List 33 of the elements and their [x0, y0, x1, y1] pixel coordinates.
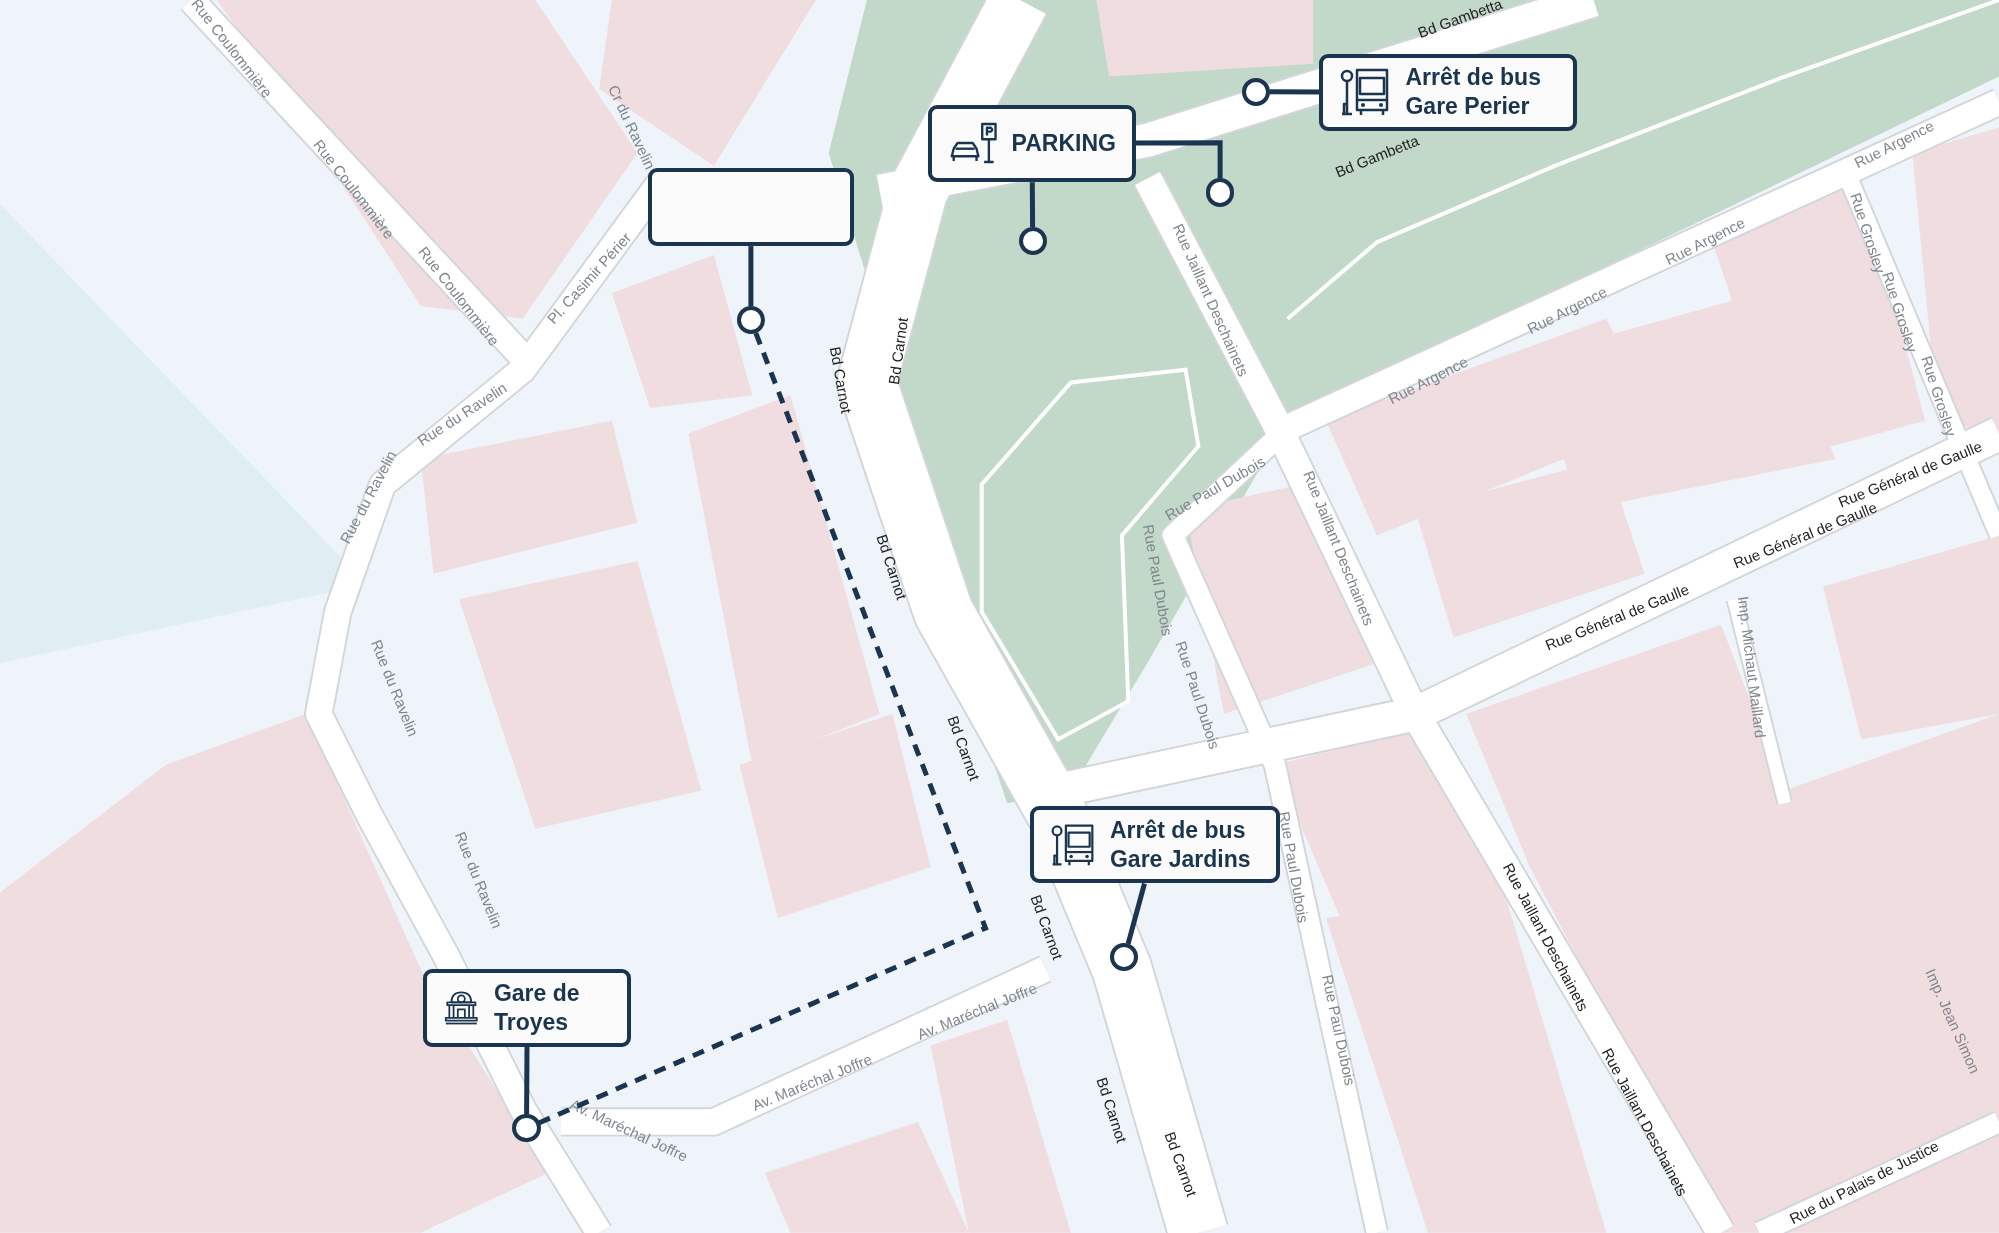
place-name: Arrêt de bus Gare Jardins: [1109, 815, 1252, 874]
leader-line: [1125, 882, 1147, 945]
callout-box: [928, 104, 1136, 183]
callout-box: [1030, 805, 1280, 884]
callout-box: [1319, 53, 1577, 132]
callout-box: [423, 968, 632, 1047]
street-name-label: Rue Paul Dubois: [1139, 523, 1176, 637]
street-name-label: Rue Paul Dubois: [1275, 810, 1313, 924]
street-name-label: Bd Carnot: [1093, 1075, 1131, 1146]
place-name: PARKING: [1011, 128, 1116, 158]
street-name-label: Bd Carnot: [1027, 892, 1067, 962]
street-name-label: Bd Carnot: [873, 532, 911, 603]
street-name-label: Bd Carnot: [827, 345, 856, 415]
place-name: Arrêt de bus Gare Perier: [1405, 63, 1542, 122]
street-name-label: Rue Paul Dubois: [1318, 973, 1359, 1087]
leader-line: [1135, 140, 1223, 179]
street-name-label: Rue Paul Dubois: [1172, 638, 1224, 751]
street-name-label: Imp. Michaut Maillard: [1734, 594, 1769, 739]
route-line: [538, 332, 989, 1125]
street-name-label: Rue du Ravelin: [368, 637, 423, 740]
leader-line: [524, 1046, 530, 1115]
location-marker: [736, 305, 765, 334]
leader-line: [748, 246, 754, 306]
street-name-label: Rue Grosley: [1918, 354, 1961, 439]
street-name-label: Bd Carnot: [944, 713, 984, 783]
street-name-label: Bd Carnot: [1161, 1129, 1201, 1199]
street-name-label: Rue du Ravelin: [452, 828, 507, 931]
street-name-label: Bd Carnot: [884, 315, 911, 386]
street-name-label: Imp. Jean Simon: [1922, 966, 1984, 1077]
leader-line: [1029, 182, 1036, 227]
callout-box: [647, 168, 855, 247]
place-name: Gare de Troyes: [493, 978, 581, 1037]
leader-line: [1269, 89, 1320, 95]
